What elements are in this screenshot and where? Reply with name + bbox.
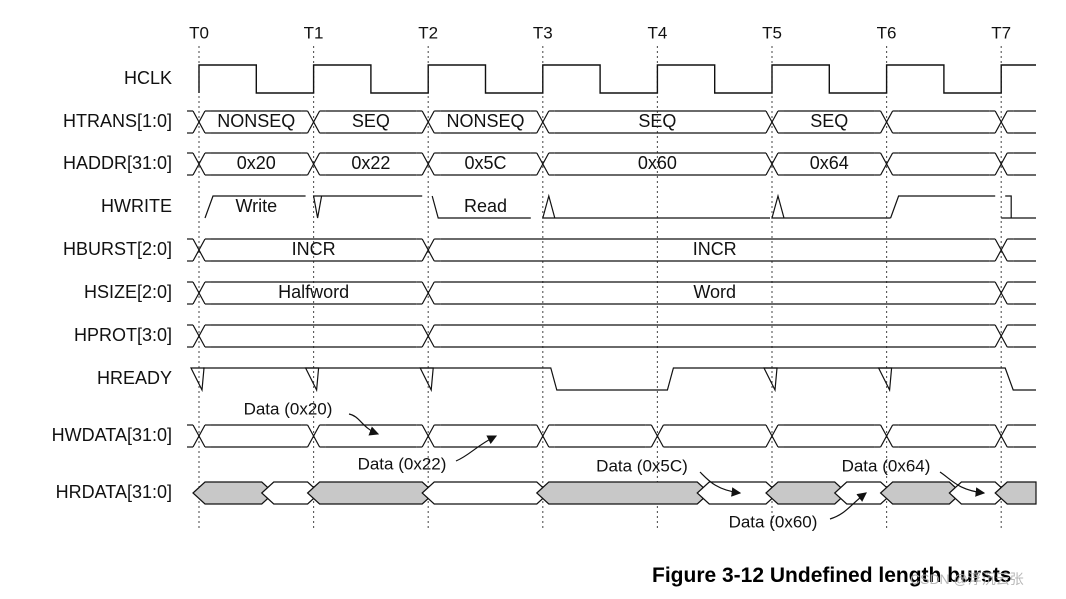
hwrite-waveform <box>431 195 531 219</box>
bus-crossover <box>421 324 435 348</box>
time-marker-label: T6 <box>877 23 897 42</box>
bus-crossover <box>650 424 664 448</box>
data-annotation-arrow <box>829 492 867 520</box>
bus-crossover <box>421 110 435 134</box>
bus-value-label: 0x60 <box>638 153 677 173</box>
bus-crossover <box>536 424 550 448</box>
bus-crossover <box>536 152 550 176</box>
bus-value-label: NONSEQ <box>446 111 524 131</box>
data-annotation-label: Data (0x5C) <box>596 456 688 475</box>
hwrite-waveform <box>771 193 891 219</box>
bus-crossover <box>994 110 1008 134</box>
bus-crossover <box>307 110 321 134</box>
bus-crossover <box>880 152 894 176</box>
time-marker-label: T4 <box>647 23 667 42</box>
bus-value-label: Halfword <box>278 282 349 302</box>
time-marker-label: T5 <box>762 23 782 42</box>
bus-value-label: NONSEQ <box>217 111 295 131</box>
bus-crossover <box>765 424 779 448</box>
signal-label: HCLK <box>124 68 172 88</box>
data-annotation-arrow <box>939 471 986 497</box>
hwrite-read-label: Read <box>464 196 507 216</box>
bus-crossover <box>994 281 1008 305</box>
bus-value-label: INCR <box>693 239 737 259</box>
bus-value-label: Word <box>693 282 736 302</box>
bus-value-label: 0x64 <box>810 153 849 173</box>
time-marker-label: T2 <box>418 23 438 42</box>
signal-label: HADDR[31:0] <box>63 153 172 173</box>
figure-caption: Figure 3-12 Undefined length bursts <box>652 564 1012 587</box>
bus-value-label: SEQ <box>638 111 676 131</box>
bus-crossover <box>192 424 206 448</box>
time-marker-label: T0 <box>189 23 209 42</box>
hwrite-waveform <box>204 195 306 219</box>
signal-label: HBURST[2:0] <box>63 239 172 259</box>
hwrite-waveform <box>542 193 770 219</box>
hready-pulse <box>877 367 893 393</box>
bus-crossover <box>192 324 206 348</box>
data-annotation-arrow <box>455 435 498 462</box>
data-annotation-arrow <box>699 471 742 497</box>
data-valid-region <box>421 481 550 505</box>
bus-crossover <box>880 110 894 134</box>
time-marker-label: T3 <box>533 23 553 42</box>
signal-label: HWRITE <box>101 196 172 216</box>
time-marker-label: T1 <box>304 23 324 42</box>
data-annotation-label: Data (0x22) <box>358 454 447 473</box>
hwrite-waveform <box>890 195 996 219</box>
bus-crossover <box>421 281 435 305</box>
bus-crossover <box>880 424 894 448</box>
hwrite-waveform <box>312 195 423 219</box>
signal-label: HSIZE[2:0] <box>84 282 172 302</box>
bus-crossover <box>192 152 206 176</box>
bus-crossover <box>307 424 321 448</box>
data-annotation-arrow <box>348 413 380 436</box>
bus-crossover <box>994 424 1008 448</box>
bus-crossover <box>994 324 1008 348</box>
bus-crossover <box>994 152 1008 176</box>
signal-label: HTRANS[1:0] <box>63 111 172 131</box>
bus-crossover <box>421 152 435 176</box>
hready-waveform <box>203 367 1036 391</box>
data-invalid-region <box>994 481 1037 505</box>
data-annotation-label: Data (0x64) <box>842 456 931 475</box>
signal-label: HRDATA[31:0] <box>56 482 172 502</box>
bus-crossover <box>307 152 321 176</box>
bus-crossover <box>192 281 206 305</box>
hready-pulse <box>190 367 205 393</box>
signal-label: HREADY <box>97 368 172 388</box>
watermark-text: CSDN @浮沉云张 <box>910 571 1024 587</box>
hready-pulse <box>763 367 778 393</box>
data-invalid-region <box>535 481 711 505</box>
hready-pulse <box>419 367 434 393</box>
hready-pulse <box>304 367 320 393</box>
bus-value-label: INCR <box>292 239 336 259</box>
bus-crossover <box>765 152 779 176</box>
bus-crossover <box>421 238 435 262</box>
bus-crossover <box>536 110 550 134</box>
bus-value-label: SEQ <box>352 111 390 131</box>
bus-value-label: 0x5C <box>464 153 506 173</box>
hclk-waveform <box>198 64 1036 94</box>
data-annotation-label: Data (0x20) <box>244 399 333 418</box>
hwrite-waveform <box>1001 195 1036 219</box>
bus-value-label: SEQ <box>810 111 848 131</box>
bus-value-label: 0x22 <box>351 153 390 173</box>
data-annotation-label: Data (0x60) <box>729 512 818 531</box>
bus-crossover <box>192 238 206 262</box>
data-invalid-region <box>306 481 436 505</box>
signal-label: HWDATA[31:0] <box>52 425 172 445</box>
bus-crossover <box>192 110 206 134</box>
hwrite-write-label: Write <box>235 196 277 216</box>
bus-value-label: 0x20 <box>237 153 276 173</box>
bus-crossover <box>765 110 779 134</box>
signal-label: HPROT[3:0] <box>74 325 172 345</box>
time-marker-label: T7 <box>991 23 1011 42</box>
bus-crossover <box>421 424 435 448</box>
bus-crossover <box>994 238 1008 262</box>
